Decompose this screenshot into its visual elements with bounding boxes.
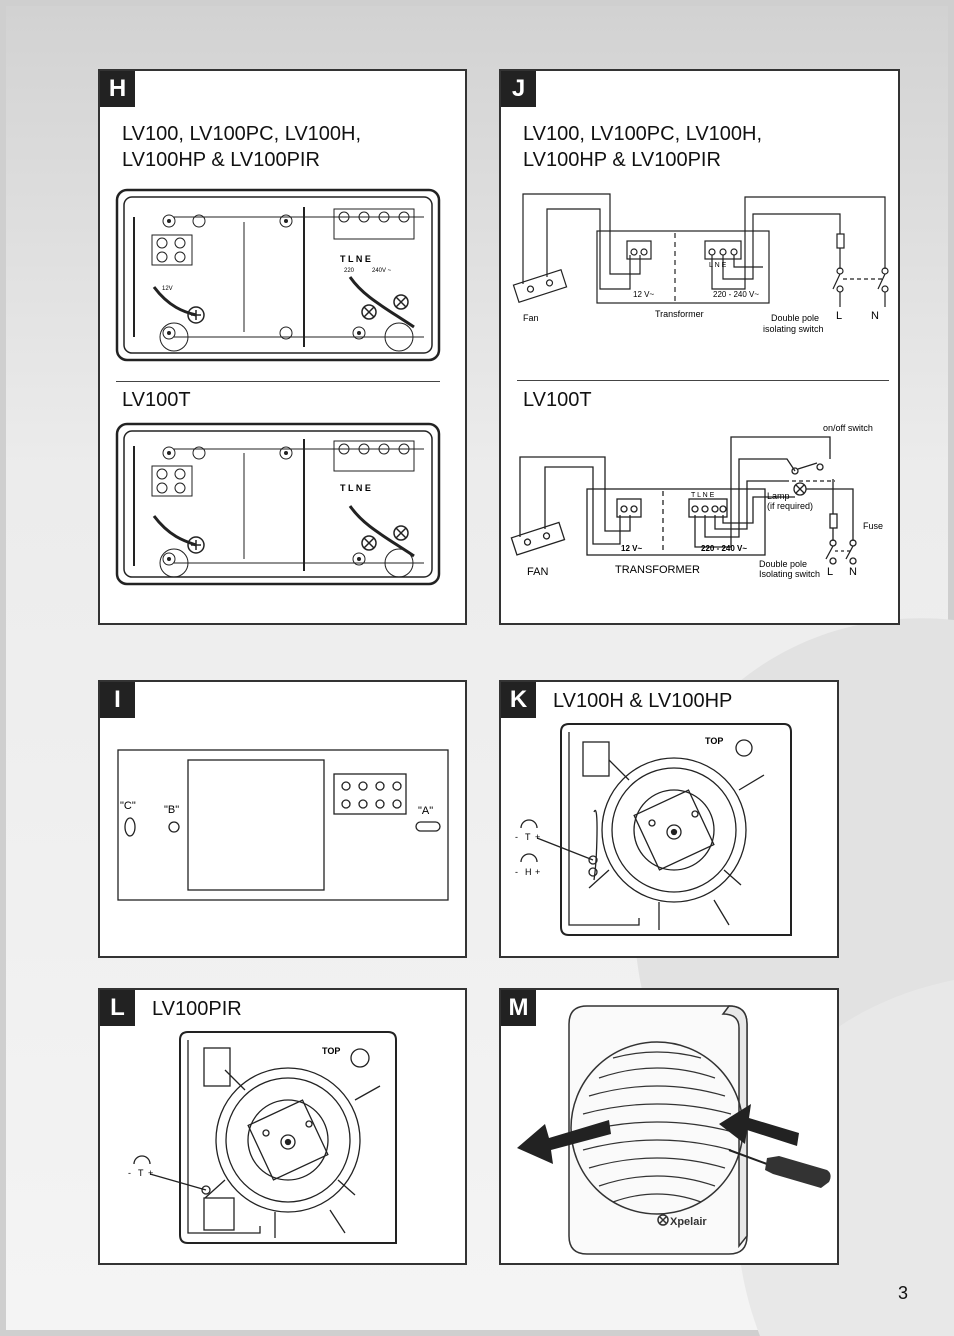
svg-text:-: -	[515, 832, 518, 842]
svg-text:220 - 240 V~: 220 - 240 V~	[713, 290, 759, 299]
panel-k: K LV100H & LV100HP TOP - T + - H +	[499, 680, 839, 958]
svg-text:TOP: TOP	[705, 736, 723, 746]
svg-text:"A": "A"	[418, 805, 433, 817]
fan-back-diagram: TOP - T + - H +	[515, 723, 792, 936]
panel-letter: I	[100, 682, 135, 718]
panel-m: M Xpelair	[499, 988, 839, 1265]
svg-text:FAN: FAN	[527, 566, 548, 578]
svg-text:Double pole: Double pole	[759, 559, 807, 569]
svg-text:220 - 240 V~: 220 - 240 V~	[701, 544, 747, 553]
control-board-diagram: "C" "B" "A"	[117, 749, 449, 901]
svg-text:N: N	[849, 566, 857, 578]
wiring-box-diagram-bottom: T L N E	[115, 422, 441, 586]
wiring-box-diagram-top: T L N E 220 240V ~ 12V	[115, 188, 441, 362]
svg-text:12V: 12V	[162, 286, 173, 292]
svg-text:T: T	[525, 832, 531, 842]
svg-text:-: -	[515, 867, 518, 877]
svg-text:T: T	[138, 1168, 144, 1178]
svg-text:Transformer: Transformer	[655, 309, 704, 319]
svg-text:Xpelair: Xpelair	[670, 1216, 707, 1228]
wiring-schematic-bottom: on/off switch Lamp (if required) Fuse T …	[510, 423, 883, 579]
fan-back-diagram: TOP - T +	[128, 1031, 397, 1244]
svg-text:Fan: Fan	[523, 313, 539, 323]
panel-letter: H	[100, 71, 135, 107]
svg-text:H: H	[525, 867, 532, 877]
panel-letter: J	[501, 71, 536, 107]
svg-text:T L N E: T L N E	[691, 492, 715, 499]
panel-l: L LV100PIR TOP - T +	[98, 988, 467, 1265]
svg-text:"B": "B"	[164, 804, 179, 816]
svg-text:TRANSFORMER: TRANSFORMER	[615, 564, 700, 576]
svg-text:12 V~: 12 V~	[621, 544, 642, 553]
fan-front-removal-diagram: Xpelair	[517, 1005, 831, 1255]
svg-text:T L N E: T L N E	[340, 254, 371, 264]
svg-text:12 V~: 12 V~	[633, 290, 654, 299]
svg-text:+: +	[148, 1168, 153, 1178]
panel-i: I "C" "B" "A"	[98, 680, 467, 958]
svg-text:T L N E: T L N E	[340, 483, 371, 493]
panel-letter: L	[100, 990, 135, 1026]
panel-subtitle: LV100T	[122, 389, 191, 411]
svg-text:L N E: L N E	[709, 262, 727, 269]
svg-text:220: 220	[344, 268, 355, 274]
svg-text:Double pole: Double pole	[771, 313, 819, 323]
panel-title: LV100, LV100PC, LV100H, LV100HP & LV100P…	[523, 123, 763, 171]
svg-text:Fuse: Fuse	[863, 521, 883, 531]
wiring-schematic-top: 12 V~ 220 - 240 V~ L N E Fan Transformer…	[512, 193, 889, 334]
panel-title: LV100, LV100PC, LV100H, LV100HP & LV100P…	[122, 123, 362, 171]
panel-title: LV100PIR	[152, 998, 242, 1020]
panel-subtitle: LV100T	[523, 389, 592, 411]
svg-text:240V ~: 240V ~	[372, 268, 392, 274]
divider	[116, 381, 440, 382]
svg-text:Lamp: Lamp	[767, 491, 790, 501]
divider	[517, 380, 889, 381]
svg-text:+: +	[535, 832, 540, 842]
svg-text:L: L	[836, 310, 842, 322]
panel-title: LV100H & LV100HP	[553, 690, 733, 712]
svg-text:+: +	[535, 867, 540, 877]
panel-letter: M	[501, 990, 536, 1026]
svg-text:-: -	[128, 1168, 131, 1178]
svg-text:(if required): (if required)	[767, 501, 813, 511]
svg-text:"C": "C"	[120, 800, 136, 812]
panel-letter: K	[501, 682, 536, 718]
svg-text:L: L	[827, 566, 833, 578]
svg-text:isolating switch: isolating switch	[763, 324, 824, 334]
panel-h: H LV100, LV100PC, LV100H, LV100HP & LV10…	[98, 69, 467, 625]
svg-text:N: N	[871, 310, 879, 322]
svg-text:on/off switch: on/off switch	[823, 423, 873, 433]
svg-text:Isolating switch: Isolating switch	[759, 569, 820, 579]
svg-text:TOP: TOP	[322, 1046, 340, 1056]
page-number: 3	[898, 1283, 909, 1303]
panel-j: J LV100, LV100PC, LV100H, LV100HP & LV10…	[499, 69, 900, 625]
